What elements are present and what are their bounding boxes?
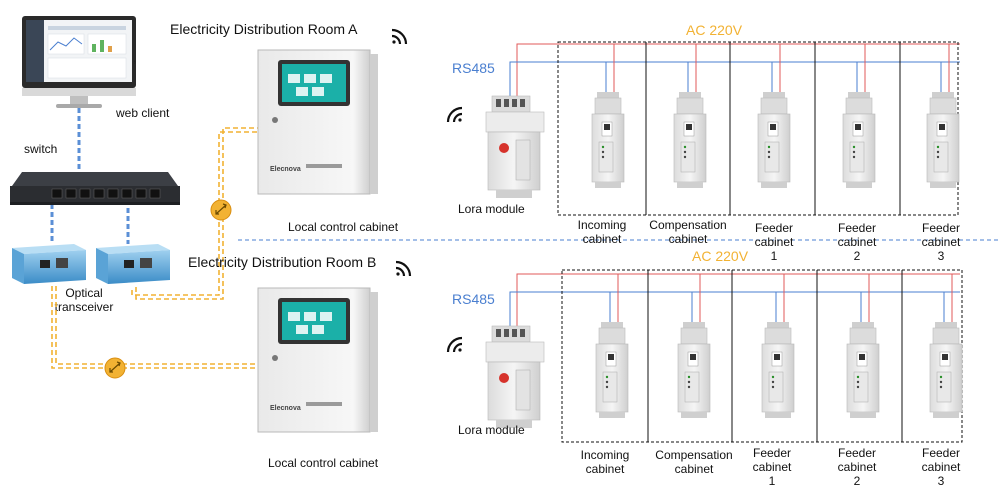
room-a-cabinet-5-line3: 3 [938,249,945,263]
room-b-cabinet-5-line3: 3 [938,474,945,488]
room-b-meter-1 [595,321,629,419]
room-a-meter-2 [673,91,707,189]
room-b-cabinet-5-line2: cabinet [922,460,961,474]
room-a-cabinet-3-line2: cabinet [755,235,794,249]
optical-transceiver-label-line1: Optical [65,286,102,300]
fiber-links [51,127,258,369]
network-switch [10,172,180,205]
room-b-drops [609,274,953,324]
room-a-cabinet-5-line1: Feeder [922,221,960,235]
wifi-icon [446,106,463,123]
room-b-cabinet-2-line2: cabinet [675,462,714,476]
room-b-cabinet-5-line1: Feeder [922,446,960,460]
room-a-cabinet-3-line1: Feeder [755,221,793,235]
room-b-bus-lines [509,273,960,326]
room-a-cabinet-dividers [645,42,901,215]
room-a-title: Electricity Distribution Room A [170,21,358,37]
room-b-cabinet-3-line2: cabinet [753,460,792,474]
bidirectional-arrows-icon [104,357,126,379]
room-a-cabinet-5-line2: cabinet [922,235,961,249]
wifi-icon [446,336,463,353]
room-a-meter-3 [757,91,791,189]
room-b-cabinet-4-line3: 2 [854,474,861,488]
room-b-ac-label: AC 220V [692,248,749,264]
room-b-cabinet-dividers [647,270,903,442]
room-a-lora-module [485,95,545,199]
wifi-icon [391,28,408,45]
room-b-meter-2 [677,321,711,419]
bidirectional-arrows-icon [210,199,232,221]
room-b-cabinet-3-line3: 1 [769,474,776,488]
room-a-cabinet-1-line2: cabinet [583,232,622,246]
wifi-icon [395,260,412,277]
optical-transceiver-1 [12,244,86,284]
room-b-cabinet-1-line2: cabinet [586,462,625,476]
switch-label: switch [24,142,57,156]
room-b-cabinet-2-line1: Compensation [655,448,732,462]
room-a-cabinet-label: Local control cabinet [288,220,399,234]
brand-label-a: Elecnova [270,166,301,173]
room-a-lora-label: Lora module [458,202,525,216]
room-a-cabinet-2-line2: cabinet [669,232,708,246]
room-a-cabinet-3-line3: 1 [771,249,778,263]
optical-transceiver-label-line2: transceiver [55,300,114,314]
room-a-meter-1 [591,91,625,189]
web-client-monitor [22,16,136,108]
room-b-cabinet-4-line1: Feeder [838,446,876,460]
room-b-lora-module [485,325,545,429]
room-b-cabinet-label: Local control cabinet [268,456,379,470]
room-b-meter-4 [846,321,880,419]
room-a-cabinet-1-line1: Incoming [578,218,627,232]
room-a-meter-4 [842,91,876,189]
data-link-lines [50,108,130,244]
room-b-lora-label: Lora module [458,423,525,437]
room-b-cabinet-3-line1: Feeder [753,446,791,460]
room-a-cabinet-2-line1: Compensation [649,218,726,232]
room-a-rs485-label: RS485 [452,60,495,76]
brand-label-b: Elecnova [270,405,301,412]
room-b-meter-5 [929,321,963,419]
room-a-bus-lines [509,43,960,96]
room-b-cabinet-4-line2: cabinet [838,460,877,474]
room-a-ac-label: AC 220V [686,22,743,38]
room-b-rs485-label: RS485 [452,291,495,307]
web-client-label: web client [115,106,170,120]
room-a-meter-5 [926,91,960,189]
room-a-drops [605,44,950,94]
room-a-cabinet-4-line3: 2 [854,249,861,263]
room-b-title: Electricity Distribution Room B [188,254,376,270]
room-a-cabinet-4-line1: Feeder [838,221,876,235]
room-a-cabinet-4-line2: cabinet [838,235,877,249]
dot-text: , [133,50,137,65]
optical-transceiver-2 [96,244,170,284]
room-b-meter-3 [761,321,795,419]
room-b-cabinet-1-line1: Incoming [581,448,630,462]
